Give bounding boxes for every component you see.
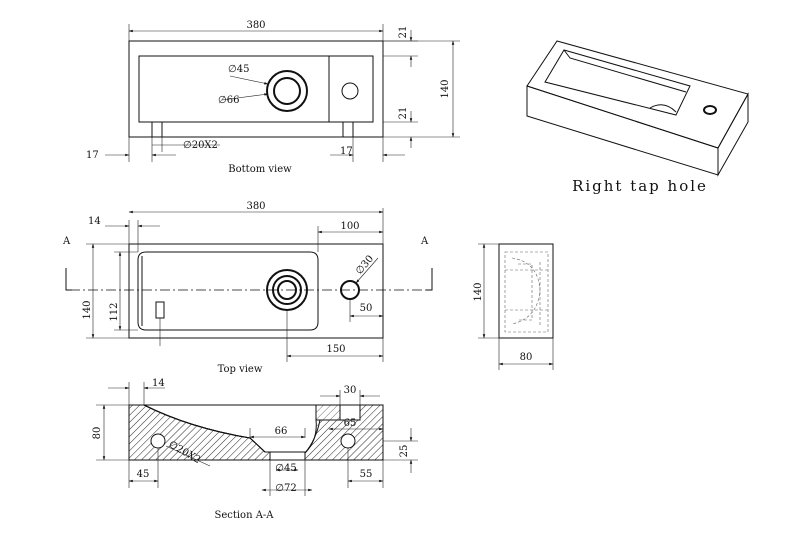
section-left-label: 45 (137, 469, 150, 480)
isometric-view: Right tap hole (526, 40, 749, 195)
section-marker-right: A (420, 236, 429, 247)
tap-diameter-label: ∅30 (354, 253, 376, 276)
section-view: 14 30 80 ∅20X2 66 65 45 ∅45 (92, 378, 418, 521)
top-outer-outline (128, 243, 384, 339)
section-inner-label: 65 (344, 418, 357, 429)
side-view: 140 80 (473, 243, 554, 370)
section-left-wedge (128, 404, 271, 461)
section-right-label: 55 (360, 469, 373, 480)
iso-tap-hole (703, 105, 717, 115)
section-marker-left: A (62, 236, 71, 247)
section-foot-hole-left (150, 433, 166, 449)
feet-diameter-label: ∅20X2 (183, 140, 218, 151)
bottom-outer-outline (128, 40, 384, 138)
bottom-top-wall-label: 21 (398, 26, 409, 39)
tap-from-edge-label: 50 (360, 303, 373, 314)
side-depth-label: 80 (520, 352, 533, 363)
left-foot-label: 17 (86, 150, 99, 161)
bottom-bottom-wall-label: 21 (398, 107, 409, 120)
side-outline (498, 243, 554, 339)
top-overflow-slot (155, 301, 165, 319)
top-height-label: 140 (82, 300, 93, 319)
bottom-view-caption: Bottom view (228, 164, 292, 175)
bottom-inner-outline (138, 55, 374, 123)
drain-from-edge-label: 150 (326, 344, 345, 355)
section-base-label: 25 (399, 445, 410, 458)
top-inner-height-label: 112 (109, 302, 120, 321)
section-d72-label: ∅72 (275, 483, 296, 494)
d45-label: ∅45 (228, 64, 249, 75)
drain-inner-circle (273, 77, 301, 105)
section-caption: Section A-A (214, 510, 274, 521)
section-tap-width-label: 30 (344, 385, 357, 396)
section-offset-label: 14 (152, 378, 165, 389)
section-tap-slot (339, 404, 361, 421)
left-foot (151, 121, 163, 138)
top-view: A A 14 380 100 ∅30 50 140 112 (62, 201, 433, 375)
section-height-label: 80 (92, 427, 103, 440)
bottom-width-label: 380 (246, 20, 265, 31)
side-height-label: 140 (473, 282, 484, 301)
tap-offset-label: 100 (340, 221, 359, 232)
right-tap-hole-caption: Right tap hole (572, 177, 708, 195)
bottom-view: 380 21 21 140 ∅45 ∅66 17 ∅20X2 (86, 20, 460, 175)
right-foot (342, 121, 354, 138)
d66-label: ∅66 (218, 95, 239, 106)
top-view-caption: Top view (218, 364, 263, 375)
iso-side-face (717, 92, 749, 177)
section-drain-width-label: 66 (275, 426, 288, 437)
section-d45-label: ∅45 (275, 463, 296, 474)
section-drain (269, 451, 306, 461)
drain-outer-circle (266, 70, 308, 112)
iso-front-face (526, 85, 719, 176)
iso-drain (649, 104, 677, 113)
top-basin-outline (137, 251, 319, 331)
bottom-height-label: 140 (440, 79, 451, 98)
top-offset-label: 14 (88, 216, 101, 227)
iso-basin-opening (544, 49, 691, 116)
right-foot-label: 17 (340, 146, 353, 157)
section-foot-hole-right (340, 433, 356, 449)
tap-hole-circle (341, 82, 359, 100)
top-width-label: 380 (246, 201, 265, 212)
